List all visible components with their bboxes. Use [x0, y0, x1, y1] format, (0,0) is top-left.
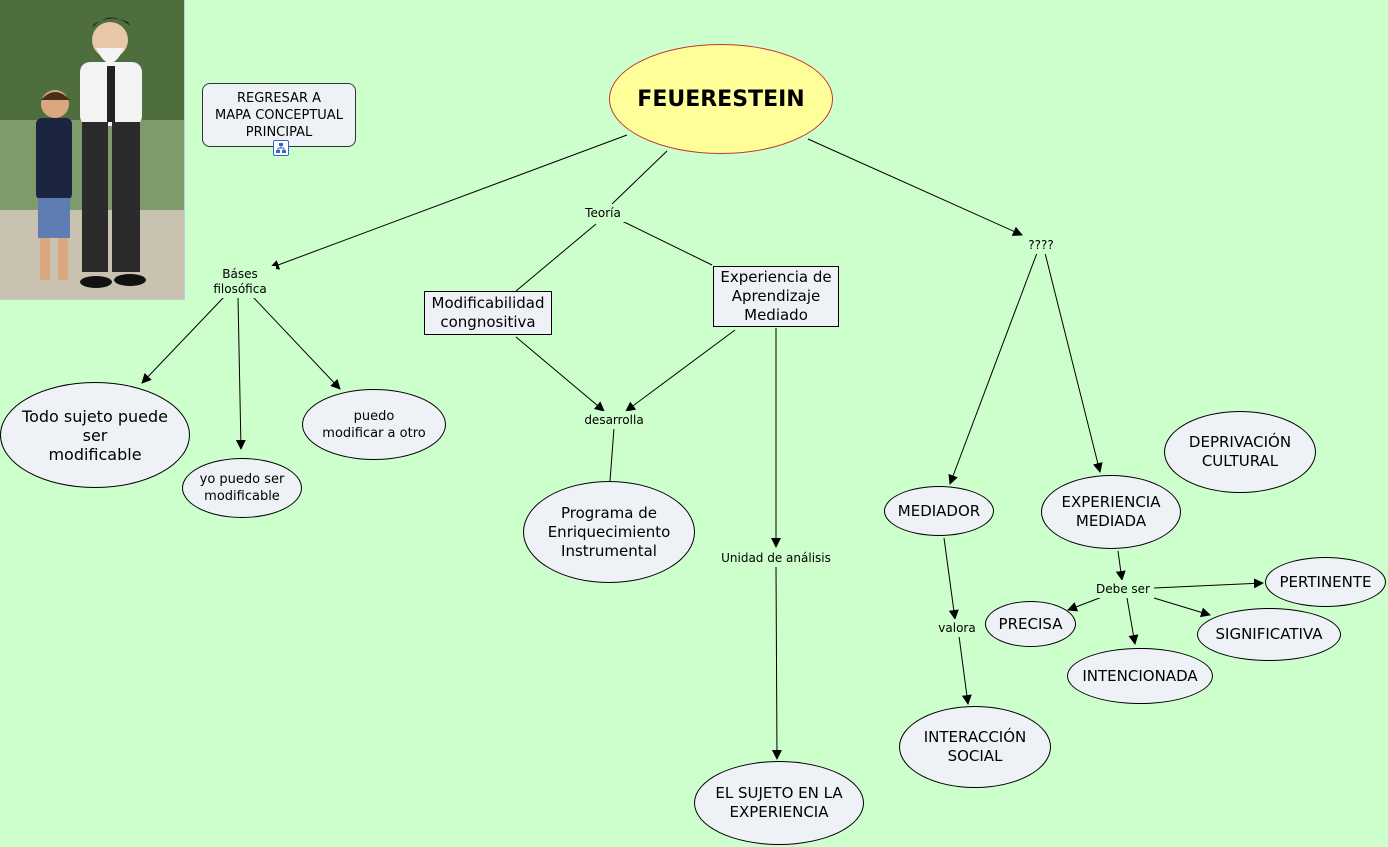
concept-experiencia-mediada-line-1: EXPERIENCIA [1061, 493, 1161, 511]
edge-teoria-exp [621, 220, 713, 266]
link-valora: valora [932, 619, 982, 637]
edge-debe-significativa [1153, 597, 1211, 618]
concept-significativa-label: SIGNIFICATIVA [1215, 625, 1323, 643]
concept-pertinente-label: PERTINENTE [1279, 572, 1372, 591]
concept-interaccion-line-2: SOCIAL [947, 747, 1003, 765]
concept-experiencia-aprendizaje-line-2: Aprendizaje [731, 287, 821, 305]
concept-deprivacion-line-2: CULTURAL [1201, 452, 1279, 470]
edge-unidad-sujeto [771, 565, 782, 760]
link-debe-ser: Debe ser [1092, 580, 1154, 598]
edge-bases-todo [141, 296, 225, 384]
edge-exp-desarrolla [625, 329, 736, 412]
link-unidad-text: Unidad de análisis [721, 550, 831, 565]
concept-todo-sujeto-line-3: modificable [48, 444, 142, 464]
concept-deprivacion-cultural[interactable]: DEPRIVACIÓN CULTURAL [1164, 411, 1316, 493]
concept-pertinente[interactable]: PERTINENTE [1265, 557, 1386, 607]
edge-debe-pertinente [1153, 578, 1264, 589]
back-button-line-1: REGRESAR A [236, 90, 321, 106]
concept-significativa[interactable]: SIGNIFICATIVA [1197, 608, 1341, 661]
concept-puedo-modificar[interactable]: puedo modificar a otro [302, 389, 446, 460]
link-bases-line-1: Báses [222, 267, 258, 281]
link-question-marks: ???? [1022, 236, 1060, 254]
concept-deprivacion-line-1: DEPRIVACIÓN [1188, 433, 1292, 451]
edge-mediador-valora [943, 537, 959, 620]
link-desarrolla: desarrolla [578, 411, 650, 429]
link-debe-ser-text: Debe ser [1095, 581, 1150, 596]
link-unidad-de-analisis: Unidad de análisis [716, 549, 836, 567]
concept-experiencia-mediada[interactable]: EXPERIENCIA MEDIADA [1041, 475, 1181, 549]
edge-root-teoria [611, 150, 668, 205]
edge-modif-desarrolla [515, 336, 605, 412]
concept-precisa-label: PRECISA [998, 614, 1063, 633]
edge-bases-puedo [252, 296, 341, 390]
concept-map-link-icon[interactable] [273, 140, 289, 156]
concept-mediador[interactable]: MEDIADOR [884, 486, 994, 536]
photo-illustration [0, 0, 184, 299]
edge-root-bases [269, 134, 628, 270]
concept-puedo-modificar-line-1: puedo [353, 408, 395, 424]
concept-experiencia-aprendizaje-line-1: Experiencia de [720, 268, 832, 286]
link-teoria: Teoría [578, 204, 628, 222]
edge-root-q [807, 138, 1023, 236]
root-concept-feuerstein[interactable]: FEUERESTEIN [609, 44, 833, 154]
edge-bases-yo [235, 296, 246, 450]
concept-experiencia-aprendizaje-line-3: Mediado [744, 306, 808, 324]
concept-mediador-label: MEDIADOR [897, 501, 981, 520]
concept-experiencia-aprendizaje[interactable]: Experiencia de Aprendizaje Mediado [713, 266, 839, 327]
concept-interaccion-social[interactable]: INTERACCIÓN SOCIAL [899, 706, 1051, 788]
link-bases-filosofica: Báses filosófica [204, 266, 276, 298]
concept-precisa[interactable]: PRECISA [985, 601, 1076, 647]
link-q-text: ???? [1028, 237, 1054, 252]
concept-modificabilidad-line-2: congnositiva [440, 313, 536, 331]
edge-expmed-debe [1115, 550, 1126, 581]
link-teoria-text: Teoría [585, 205, 621, 220]
link-desarrolla-text: desarrolla [584, 412, 644, 427]
concept-yo-puedo[interactable]: yo puedo ser modificable [182, 458, 302, 518]
concept-sujeto-experiencia-line-1: EL SUJETO EN LA [715, 784, 843, 802]
back-to-main-map-button[interactable]: REGRESAR A MAPA CONCEPTUAL PRINCIPAL [202, 83, 356, 156]
concept-sujeto-experiencia-line-2: EXPERIENCIA [729, 803, 829, 821]
concept-yo-puedo-line-2: modificable [204, 489, 280, 504]
edge-q-experiencia [1044, 252, 1103, 473]
concept-programa-line-3: Instrumental [561, 541, 657, 560]
concept-modificabilidad[interactable]: Modificabilidad congnositiva [424, 291, 552, 335]
back-button-line-3: PRINCIPAL [245, 124, 313, 140]
concept-sujeto-experiencia[interactable]: EL SUJETO EN LA EXPERIENCIA [694, 761, 864, 845]
link-bases-line-2: filosófica [213, 282, 267, 296]
concept-intencionada[interactable]: INTENCIONADA [1067, 648, 1213, 704]
concept-yo-puedo-line-1: yo puedo ser [199, 472, 285, 487]
concept-intencionada-label: INTENCIONADA [1082, 666, 1198, 685]
link-valora-text: valora [938, 620, 976, 635]
concept-programa[interactable]: Programa de Enriquecimiento Instrumental [523, 481, 695, 583]
concept-todo-sujeto-line-1: Todo sujeto puede [22, 406, 168, 426]
concept-experiencia-mediada-line-2: MEDIADA [1075, 512, 1147, 530]
edge-debe-precisa [1067, 596, 1103, 612]
edge-valora-interaccion [958, 635, 972, 705]
root-label: FEUERESTEIN [637, 86, 805, 112]
back-button-line-2: MAPA CONCEPTUAL [215, 107, 343, 123]
concept-programa-line-1: Programa de [560, 503, 657, 522]
concept-modificabilidad-line-1: Modificabilidad [431, 294, 545, 312]
concept-todo-sujeto[interactable]: Todo sujeto puede ser modificable [0, 382, 190, 488]
concept-interaccion-line-1: INTERACCIÓN [923, 728, 1027, 746]
edge-q-mediador [948, 252, 1038, 485]
edge-debe-intencionada [1126, 597, 1139, 645]
feuerstein-photo [0, 0, 185, 300]
edge-teoria-modif [515, 223, 597, 292]
concept-programa-line-2: Enriquecimiento [547, 522, 671, 541]
edge-desarrolla-programa [609, 427, 615, 482]
concept-puedo-modificar-line-2: modificar a otro [322, 425, 426, 441]
concept-todo-sujeto-line-2: ser [82, 425, 108, 445]
